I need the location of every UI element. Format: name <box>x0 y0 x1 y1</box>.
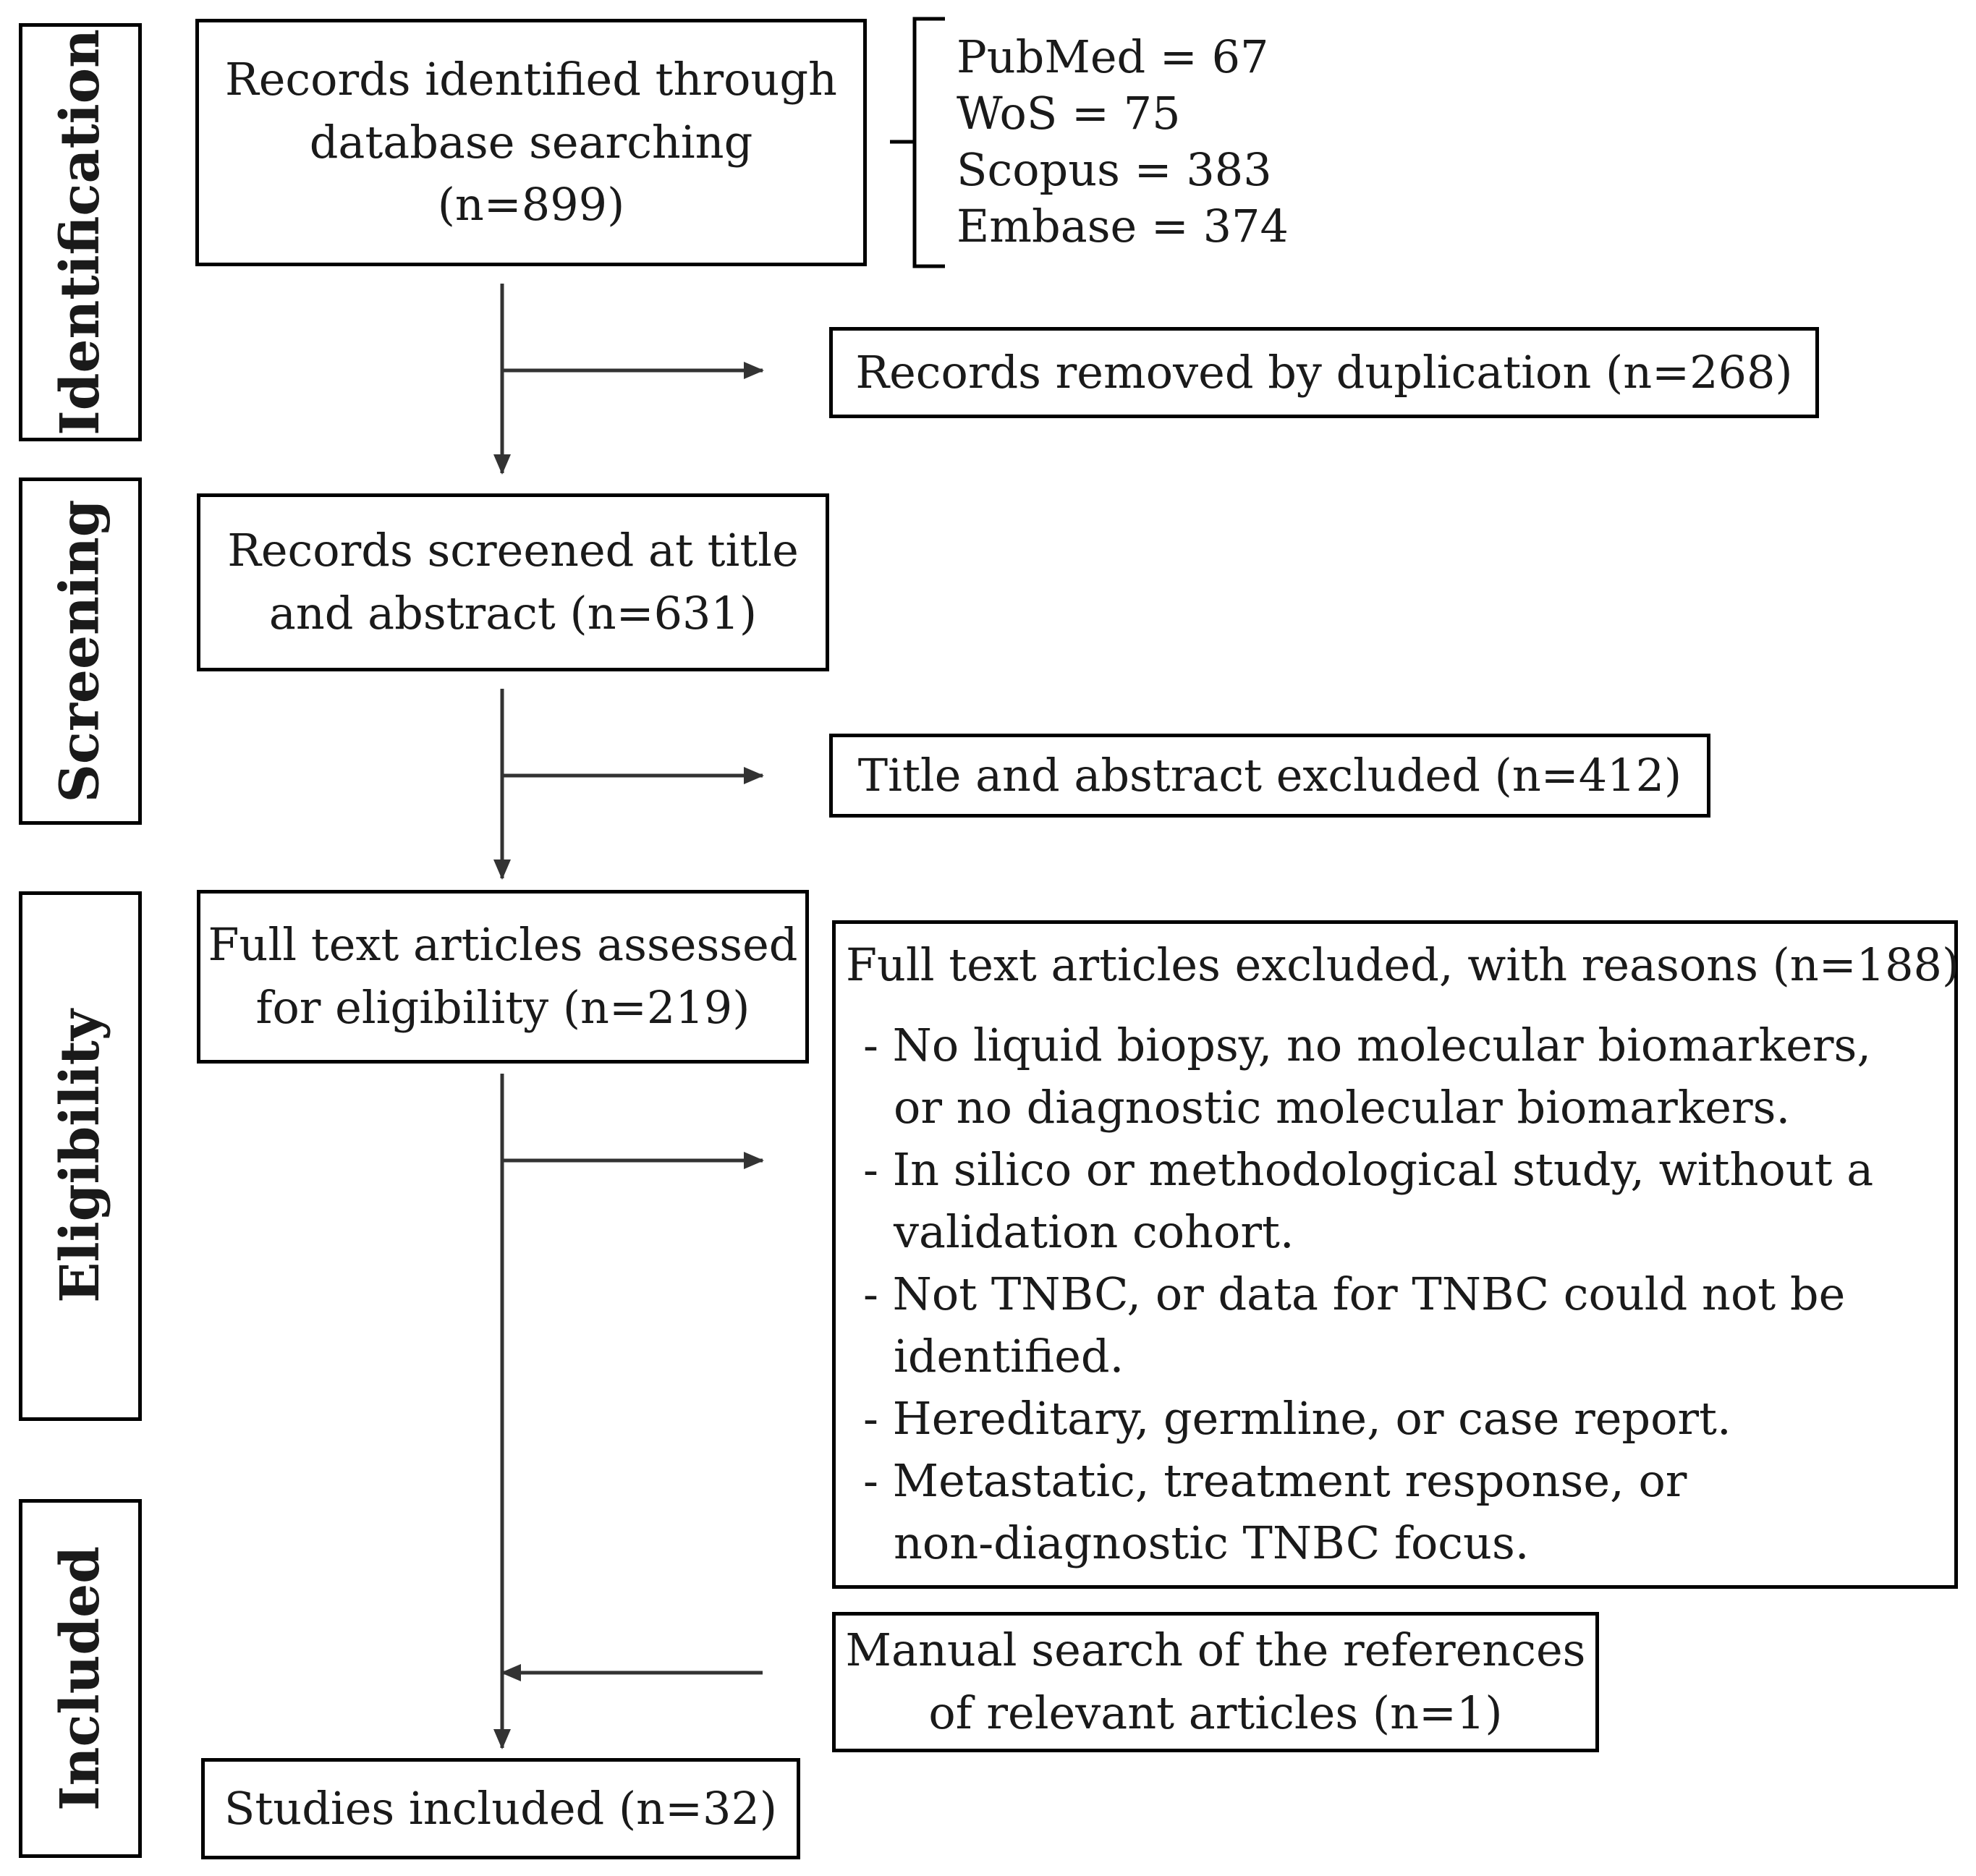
box-text: database searching <box>309 115 753 169</box>
exclusion-reason: - No liquid biopsy, no molecular biomark… <box>863 1018 1872 1134</box>
phase-eligibility: Eligibility <box>19 891 142 1421</box>
box-text: Records identified through <box>225 52 837 106</box>
excluded-header: Full text articles excluded, with reason… <box>846 938 1960 991</box>
box-text: of relevant articles (n=1) <box>928 1686 1503 1739</box>
studies-included-box: Studies included (n=32) <box>201 1758 800 1859</box>
manual-search-box: Manual search of the references of relev… <box>832 1612 1599 1752</box>
source-wos: WoS = 75 <box>957 87 1181 140</box>
source-scopus: Scopus = 383 <box>957 143 1272 196</box>
fulltext-assessed-box: Full text articles assessed for eligibil… <box>197 890 809 1064</box>
ta-excluded-box: Title and abstract excluded (n=412) <box>829 734 1710 818</box>
source-embase: Embase = 374 <box>957 200 1289 252</box>
fulltext-excluded-box: Full text articles excluded, with reason… <box>832 920 1960 1589</box>
box-text: Studies included (n=32) <box>224 1781 778 1835</box>
sources-bracket <box>890 17 945 268</box>
records-identified-box: Records identified through database sear… <box>195 19 867 266</box>
box-text: Title and abstract excluded (n=412) <box>857 748 1682 802</box>
exclusion-reasons: - No liquid biopsy, no molecular biomark… <box>846 1014 1954 1574</box>
phase-included: Included <box>19 1499 142 1858</box>
exclusion-reason: - Not TNBC, or data for TNBC could not b… <box>863 1267 1846 1383</box>
phase-identification: Identification <box>19 23 142 441</box>
phase-label: Screening <box>49 499 112 803</box>
box-text: for eligibility (n=219) <box>255 981 750 1034</box>
phase-label: Identification <box>49 29 112 436</box>
phase-screening: Screening <box>19 478 142 825</box>
exclusion-reason: - Metastatic, treatment response, or non… <box>863 1453 1687 1569</box>
exclusion-reason: - Hereditary, germline, or case report. <box>863 1391 1731 1445</box>
phase-label: Included <box>49 1546 112 1811</box>
database-sources: PubMed = 67 WoS = 75 Scopus = 383 Embase… <box>957 29 1289 255</box>
screened-box: Records screened at title and abstract (… <box>197 493 829 671</box>
box-text: Manual search of the references <box>845 1624 1586 1677</box>
box-text: Full text articles assessed <box>208 918 798 972</box>
source-pubmed: PubMed = 67 <box>957 30 1269 83</box>
phase-label: Eligibility <box>49 1009 111 1303</box>
box-text: and abstract (n=631) <box>268 587 758 640</box>
box-text: Records removed by duplication (n=268) <box>855 345 1793 399</box>
exclusion-reason: - In silico or methodological study, wit… <box>863 1142 1874 1258</box>
duplicates-removed-box: Records removed by duplication (n=268) <box>829 327 1819 418</box>
box-text: (n=899) <box>437 178 625 232</box>
box-text: Records screened at title <box>227 524 799 577</box>
